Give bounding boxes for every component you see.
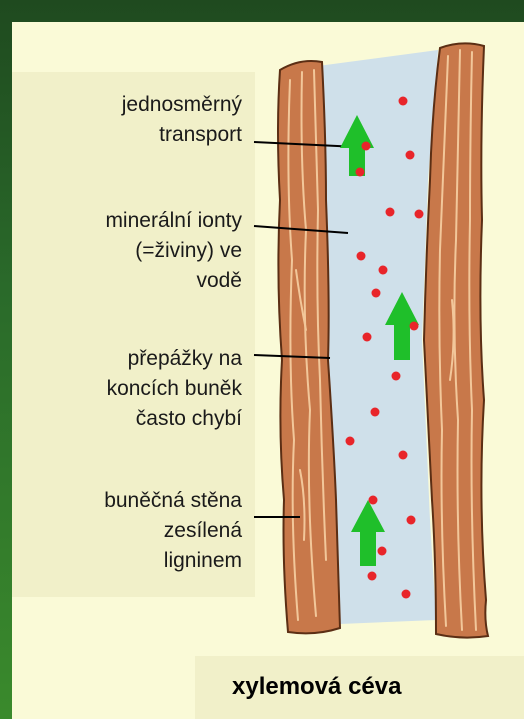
mineral-ion-dot (410, 322, 419, 331)
mineral-ion-dot (379, 266, 388, 275)
mineral-ion-dot (415, 210, 424, 219)
mineral-ion-dot (402, 590, 411, 599)
mineral-ion-dot (369, 496, 378, 505)
mineral-ion-dot (356, 168, 365, 177)
right-cell-wall (424, 43, 488, 637)
mineral-ion-dot (371, 408, 380, 417)
mineral-ion-dot (346, 437, 355, 446)
mineral-ion-dot (399, 97, 408, 106)
mineral-ion-dot (372, 289, 381, 298)
mineral-ion-dot (363, 333, 372, 342)
mineral-ion-dot (386, 208, 395, 217)
mineral-ion-dot (407, 516, 416, 525)
mineral-ion-dot (357, 252, 366, 261)
mineral-ion-dot (378, 547, 387, 556)
diagram-title: xylemová céva (232, 673, 401, 701)
mineral-ion-dot (362, 142, 371, 151)
mineral-ion-dot (406, 151, 415, 160)
mineral-ion-dot (399, 451, 408, 460)
mineral-ion-dot (392, 372, 401, 381)
mineral-ion-dot (368, 572, 377, 581)
